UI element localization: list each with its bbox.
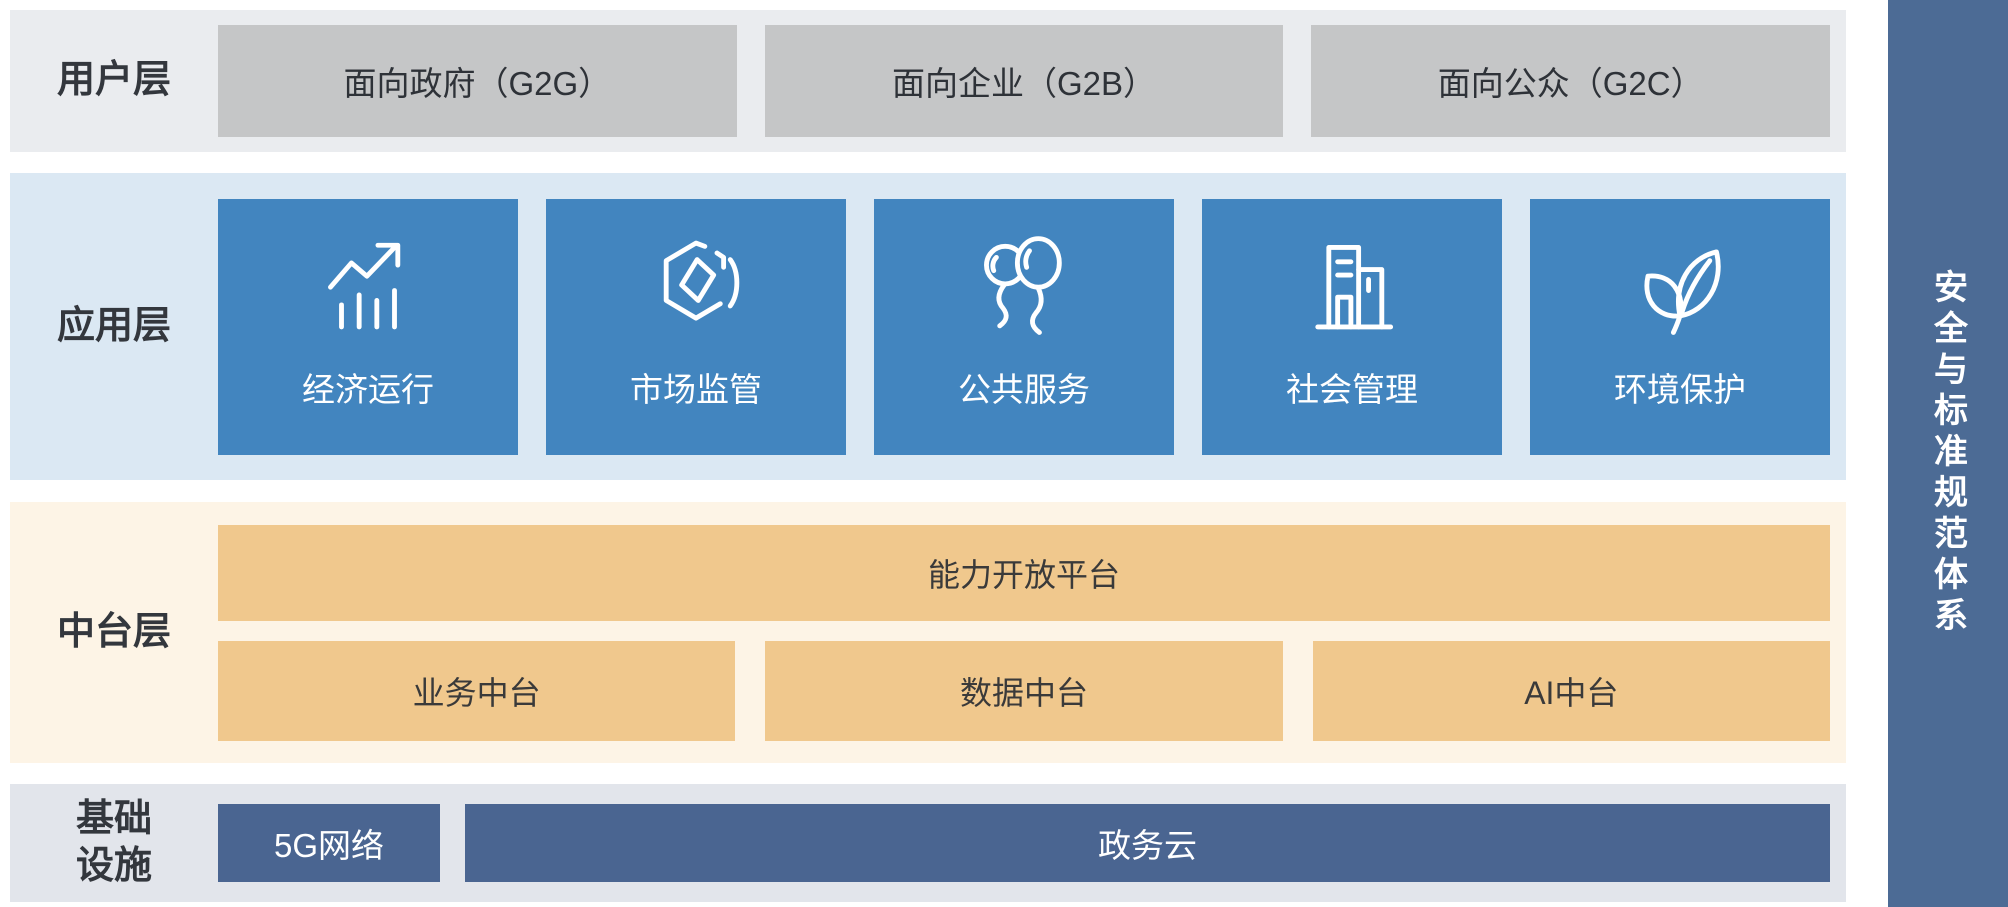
business-platform-box: 业务中台 (218, 640, 736, 741)
app-card-economy: 经济运行 (218, 198, 518, 455)
infrastructure-layer-content: 5G网络 政务云 (218, 784, 1846, 902)
infrastructure-layer-label: 基础 设施 (10, 784, 218, 902)
platform-layer-band: 中台层 能力开放平台 业务中台 数据中台 AI中台 (10, 502, 1846, 763)
app-card-public: 公共服务 (874, 198, 1174, 455)
app-card-label: 经济运行 (302, 370, 434, 408)
user-layer-label: 用户层 (56, 59, 171, 102)
platform-layer-label: 中台层 (56, 610, 171, 653)
app-card-environment: 环境保护 (1530, 198, 1830, 455)
trend-chart-icon (315, 229, 421, 341)
app-card-label: 公共服务 (958, 370, 1090, 408)
app-card-social: 社会管理 (1202, 198, 1502, 455)
user-layer-band: 用户层 面向政府（G2G） 面向企业（G2B） 面向公众（G2C） (10, 10, 1846, 152)
ai-platform-box: AI中台 (1312, 640, 1830, 741)
platform-layer-content: 能力开放平台 业务中台 数据中台 AI中台 (218, 502, 1846, 763)
application-layer-label: 应用层 (56, 304, 171, 347)
data-platform-box: 数据中台 (765, 640, 1283, 741)
security-standards-sidebar: 安全与标准规范体系 (1888, 0, 2008, 907)
buildings-icon (1299, 229, 1405, 341)
balloons-icon (971, 229, 1077, 341)
infrastructure-label-line2: 设施 (75, 845, 152, 887)
user-box-g2b: 面向企业（G2B） (764, 25, 1284, 137)
infrastructure-label-line1: 基础 (75, 797, 152, 840)
capability-platform-box: 能力开放平台 (218, 524, 1830, 621)
user-box-g2g: 面向政府（G2G） (218, 25, 737, 137)
user-box-g2c: 面向公众（G2C） (1311, 25, 1831, 137)
app-card-market: 市场监管 (546, 198, 846, 455)
app-card-label: 社会管理 (1286, 370, 1418, 408)
app-card-label: 市场监管 (630, 370, 762, 408)
network-5g-box: 5G网络 (218, 804, 440, 882)
user-layer-content: 面向政府（G2G） 面向企业（G2B） 面向公众（G2C） (218, 10, 1846, 152)
leaf-icon (1627, 229, 1733, 341)
application-layer-band: 应用层 经济运行 (10, 173, 1846, 480)
security-standards-label: 安全与标准规范体系 (1928, 269, 1967, 638)
application-layer-content: 经济运行 市场监管 (218, 173, 1846, 480)
government-cloud-box: 政务云 (465, 804, 1830, 882)
app-card-label: 环境保护 (1614, 370, 1746, 408)
infrastructure-layer-band: 基础 设施 5G网络 政务云 (10, 784, 1846, 902)
hexagon-cube-icon (643, 229, 749, 341)
platform-row: 业务中台 数据中台 AI中台 (218, 640, 1830, 741)
